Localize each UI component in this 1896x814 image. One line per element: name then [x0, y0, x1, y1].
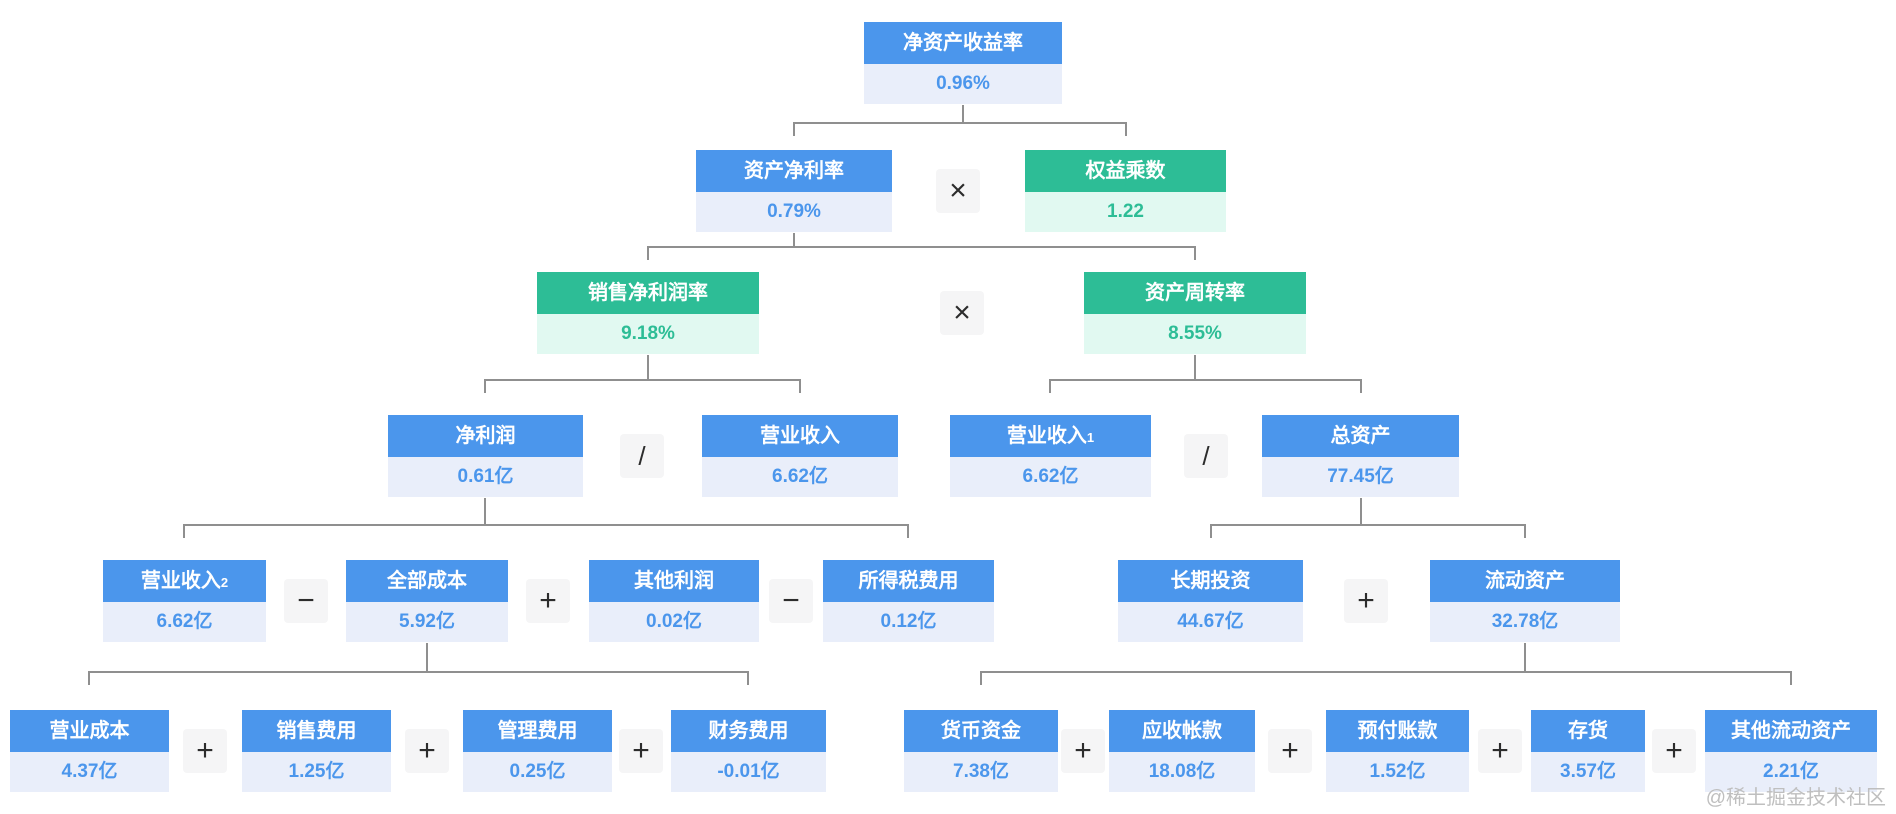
node-net-profit-label: 净利润: [388, 415, 583, 457]
node-revenue-1[interactable]: 营业收入1 6.62亿: [950, 415, 1151, 497]
plus-operator: +: [1478, 729, 1522, 773]
node-long-term-investment-value: 44.67亿: [1118, 602, 1303, 642]
node-total-assets-value: 77.45亿: [1262, 457, 1459, 497]
plus-operator: +: [1268, 729, 1312, 773]
node-other-profit-label: 其他利润: [589, 560, 759, 602]
node-selling-expense-value: 1.25亿: [242, 752, 391, 792]
connector-turnover-children: [1049, 355, 1362, 393]
plus-operator: +: [619, 729, 663, 773]
node-other-current-assets-label: 其他流动资产: [1705, 710, 1877, 752]
node-roe[interactable]: 净资产收益率 0.96%: [864, 22, 1062, 104]
node-revenue[interactable]: 营业收入 6.62亿: [702, 415, 898, 497]
connector-npm-children: [484, 355, 801, 393]
node-cash[interactable]: 货币资金 7.38亿: [904, 710, 1058, 792]
node-prepayment[interactable]: 预付账款 1.52亿: [1326, 710, 1469, 792]
node-equity-multiplier[interactable]: 权益乘数 1.22: [1025, 150, 1226, 232]
node-admin-expense-label: 管理费用: [463, 710, 612, 752]
node-current-assets-value: 32.78亿: [1430, 602, 1620, 642]
node-other-profit[interactable]: 其他利润 0.02亿: [589, 560, 759, 642]
node-financial-expense-label: 财务费用: [671, 710, 826, 752]
node-revenue-1-label: 营业收入: [1006, 425, 1087, 447]
node-revenue-2-label: 营业收入: [140, 570, 221, 592]
node-inventory-label: 存货: [1531, 710, 1645, 752]
node-roa-label: 资产净利率: [696, 150, 892, 192]
node-current-assets[interactable]: 流动资产 32.78亿: [1430, 560, 1620, 642]
node-other-current-assets-value: 2.21亿: [1705, 752, 1877, 792]
node-revenue-2-value: 6.62亿: [103, 602, 266, 642]
node-net-profit-value: 0.61亿: [388, 457, 583, 497]
node-total-cost-value: 5.92亿: [346, 602, 508, 642]
node-current-assets-label: 流动资产: [1430, 560, 1620, 602]
minus-operator: −: [769, 579, 813, 623]
node-operating-cost-label: 营业成本: [10, 710, 169, 752]
node-roa-value: 0.79%: [696, 192, 892, 232]
plus-operator: +: [1061, 729, 1105, 773]
node-roe-value: 0.96%: [864, 64, 1062, 104]
node-income-tax[interactable]: 所得税费用 0.12亿: [823, 560, 994, 642]
node-total-assets[interactable]: 总资产 77.45亿: [1262, 415, 1459, 497]
node-admin-expense[interactable]: 管理费用 0.25亿: [463, 710, 612, 792]
node-selling-expense-label: 销售费用: [242, 710, 391, 752]
node-operating-cost[interactable]: 营业成本 4.37亿: [10, 710, 169, 792]
connector-totalassets-children: [1210, 498, 1526, 538]
node-net-profit[interactable]: 净利润 0.61亿: [388, 415, 583, 497]
node-equity-multiplier-label: 权益乘数: [1025, 150, 1226, 192]
node-asset-turnover-label: 资产周转率: [1084, 272, 1306, 314]
node-income-tax-value: 0.12亿: [823, 602, 994, 642]
node-income-tax-label: 所得税费用: [823, 560, 994, 602]
node-prepayment-value: 1.52亿: [1326, 752, 1469, 792]
plus-operator: +: [405, 729, 449, 773]
node-other-current-assets[interactable]: 其他流动资产 2.21亿: [1705, 710, 1877, 792]
multiply-operator: ×: [936, 169, 980, 213]
node-financial-expense[interactable]: 财务费用 -0.01亿: [671, 710, 826, 792]
node-equity-multiplier-value: 1.22: [1025, 192, 1226, 232]
node-long-term-investment-label: 长期投资: [1118, 560, 1303, 602]
node-total-cost[interactable]: 全部成本 5.92亿: [346, 560, 508, 642]
divide-operator: /: [620, 434, 664, 478]
plus-operator: +: [1652, 729, 1696, 773]
node-roa[interactable]: 资产净利率 0.79%: [696, 150, 892, 232]
node-total-assets-label: 总资产: [1262, 415, 1459, 457]
connector-totalcost-children: [88, 643, 749, 685]
node-financial-expense-value: -0.01亿: [671, 752, 826, 792]
node-asset-turnover[interactable]: 资产周转率 8.55%: [1084, 272, 1306, 354]
node-other-profit-value: 0.02亿: [589, 602, 759, 642]
node-revenue-label: 营业收入: [702, 415, 898, 457]
node-operating-cost-value: 4.37亿: [10, 752, 169, 792]
node-roe-label: 净资产收益率: [864, 22, 1062, 64]
plus-operator: +: [526, 579, 570, 623]
node-revenue-2-subscript: 2: [220, 575, 229, 590]
plus-operator: +: [1344, 579, 1388, 623]
node-prepayment-label: 预付账款: [1326, 710, 1469, 752]
node-admin-expense-value: 0.25亿: [463, 752, 612, 792]
watermark: @稀土掘金技术社区: [1705, 787, 1886, 809]
node-net-profit-margin-label: 销售净利润率: [537, 272, 759, 314]
node-selling-expense[interactable]: 销售费用 1.25亿: [242, 710, 391, 792]
node-revenue-1-value: 6.62亿: [950, 457, 1151, 497]
node-revenue-1-subscript: 1: [1086, 430, 1095, 445]
node-cash-label: 货币资金: [904, 710, 1058, 752]
node-cash-value: 7.38亿: [904, 752, 1058, 792]
connector-roe-children: [793, 105, 1127, 136]
node-accounts-receivable-label: 应收帐款: [1109, 710, 1255, 752]
node-revenue-2[interactable]: 营业收入2 6.62亿: [103, 560, 266, 642]
node-long-term-investment[interactable]: 长期投资 44.67亿: [1118, 560, 1303, 642]
connector-roa-children: [647, 233, 1196, 260]
divide-operator: /: [1184, 434, 1228, 478]
node-total-cost-label: 全部成本: [346, 560, 508, 602]
connector-netprofit-children: [183, 498, 909, 538]
node-inventory[interactable]: 存货 3.57亿: [1531, 710, 1645, 792]
connector-currentassets-children: [980, 643, 1792, 685]
minus-operator: −: [284, 579, 328, 623]
node-inventory-value: 3.57亿: [1531, 752, 1645, 792]
node-net-profit-margin-value: 9.18%: [537, 314, 759, 354]
node-accounts-receivable-value: 18.08亿: [1109, 752, 1255, 792]
node-revenue-value: 6.62亿: [702, 457, 898, 497]
node-accounts-receivable[interactable]: 应收帐款 18.08亿: [1109, 710, 1255, 792]
node-asset-turnover-value: 8.55%: [1084, 314, 1306, 354]
multiply-operator: ×: [940, 291, 984, 335]
node-net-profit-margin[interactable]: 销售净利润率 9.18%: [537, 272, 759, 354]
plus-operator: +: [183, 729, 227, 773]
